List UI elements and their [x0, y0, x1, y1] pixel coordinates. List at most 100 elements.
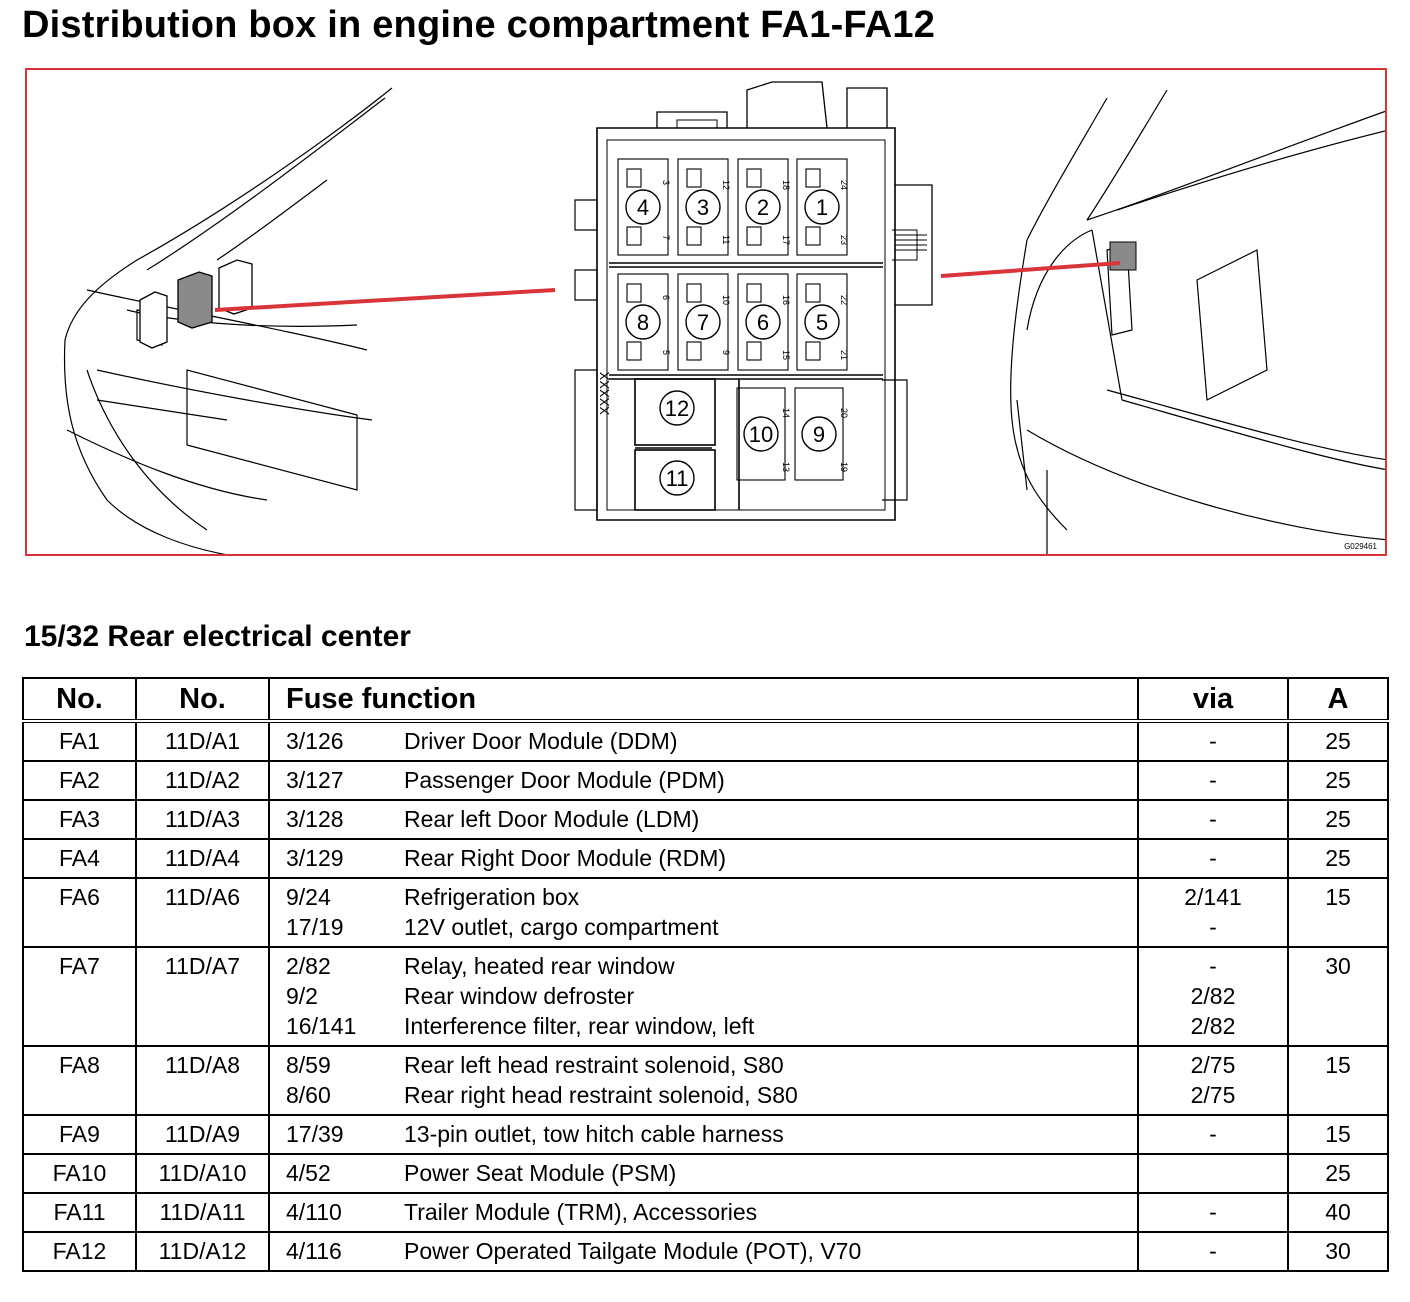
fuse-box-schematic	[574, 81, 933, 521]
fuse-socket-slot	[746, 168, 762, 188]
fuse-circle	[745, 189, 781, 225]
function-code: 16/141	[286, 1013, 357, 1039]
function-line: 17/39 13-pin outlet, tow hitch cable harn…	[286, 1119, 1137, 1149]
function-description: 12V outlet, cargo compartment	[404, 914, 719, 940]
function-code: 2/82	[286, 953, 331, 979]
fuse-number: FA11	[22, 1193, 137, 1233]
fuse-position-label: 2	[757, 195, 769, 220]
fuse-socket	[794, 387, 844, 481]
fuse-position-label: 8	[637, 310, 649, 335]
fuse-socket	[796, 158, 848, 256]
pin-label: 21	[839, 350, 849, 360]
function-line: 3/127 Passenger Door Module (PDM)	[286, 765, 1137, 795]
fuse-socket-slot	[686, 341, 702, 361]
function-code: 3/128	[286, 806, 344, 832]
amperage: 30	[1287, 947, 1389, 1047]
function-code: 17/39	[286, 1121, 344, 1147]
fuse-circle	[804, 189, 840, 225]
function-description: Trailer Module (TRM), Accessories	[404, 1199, 758, 1225]
fuse-circle	[659, 460, 695, 496]
via-value: 2/141	[1184, 884, 1242, 910]
function-description: Power Seat Module (PSM)	[404, 1160, 677, 1186]
function-line: 8/59 Rear left head restraint solenoid, S…	[286, 1050, 1137, 1080]
via-value: -	[1209, 728, 1217, 754]
fuse-position-label: 9	[813, 422, 825, 447]
fuse-circle	[801, 416, 837, 452]
function-code: 3/126	[286, 728, 344, 754]
fuse-reference: 11D/A8	[135, 1046, 270, 1116]
fuse-reference: 11D/A2	[135, 761, 270, 801]
function-code: 9/24	[286, 884, 331, 910]
fuse-reference: 11D/A11	[135, 1193, 270, 1233]
fuse-socket-slot	[626, 283, 642, 303]
function-code: 3/127	[286, 767, 344, 793]
pin-label: 19	[839, 462, 849, 472]
via-cell: -	[1137, 721, 1289, 762]
fuse-number: FA3	[22, 800, 137, 840]
fuse-socket	[736, 387, 786, 481]
pin-label: 23	[839, 235, 849, 245]
function-code: 3/129	[286, 845, 344, 871]
function-description: Rear right head restraint solenoid, S80	[404, 1082, 798, 1108]
fuse-circle	[804, 304, 840, 340]
via-cell: -	[1137, 800, 1289, 840]
fuse-position-label: 10	[749, 422, 773, 447]
via-cell: -	[1137, 761, 1289, 801]
via-value: -	[1209, 1238, 1217, 1264]
function-code: 4/52	[286, 1160, 331, 1186]
via-value: -	[1209, 767, 1217, 793]
via-value: 2/75	[1190, 1052, 1236, 1078]
fuse-circle	[625, 304, 661, 340]
fuse-position-label: 6	[757, 310, 769, 335]
pin-label: 18	[781, 180, 791, 190]
pin-label: 5	[661, 350, 671, 355]
column-header-fuse-function: Fuse function	[268, 677, 1139, 723]
fuse-number: FA7	[22, 947, 137, 1047]
function-description: Passenger Door Module (PDM)	[404, 767, 725, 793]
fuse-socket-slot	[626, 226, 642, 246]
via-value: -	[1209, 914, 1217, 940]
function-description: 13-pin outlet, tow hitch cable harness	[404, 1121, 784, 1147]
pin-label: 20	[839, 408, 849, 418]
function-code: 17/19	[286, 914, 344, 940]
via-cell: -	[1137, 1115, 1289, 1155]
fuse-socket	[617, 273, 669, 371]
fuse-number: FA12	[22, 1232, 137, 1272]
rear-fuse-box-marker	[1109, 241, 1137, 271]
fuse-socket-slot	[686, 283, 702, 303]
fuse-position-label: 1	[816, 195, 828, 220]
pin-label: 7	[661, 235, 671, 240]
fuse-socket	[796, 273, 848, 371]
fuse-socket-slot	[626, 168, 642, 188]
function-description: Rear left head restraint solenoid, S80	[404, 1052, 784, 1078]
fuse-socket-slot	[626, 341, 642, 361]
fuse-number: FA1	[22, 721, 137, 762]
amperage: 25	[1287, 800, 1389, 840]
table-header-row: No. No. Fuse function via A	[22, 677, 1389, 723]
section-subtitle: 15/32 Rear electrical center	[24, 620, 411, 653]
fuse-socket-slot	[686, 168, 702, 188]
function-code: 8/59	[286, 1052, 331, 1078]
fuse-socket	[677, 273, 729, 371]
column-header-no: No.	[22, 677, 137, 723]
fuse-socket-slot	[746, 341, 762, 361]
page-title: Distribution box in engine compartment F…	[22, 4, 936, 46]
function-description: Driver Door Module (DDM)	[404, 728, 678, 754]
fuse-position-label: 5	[816, 310, 828, 335]
